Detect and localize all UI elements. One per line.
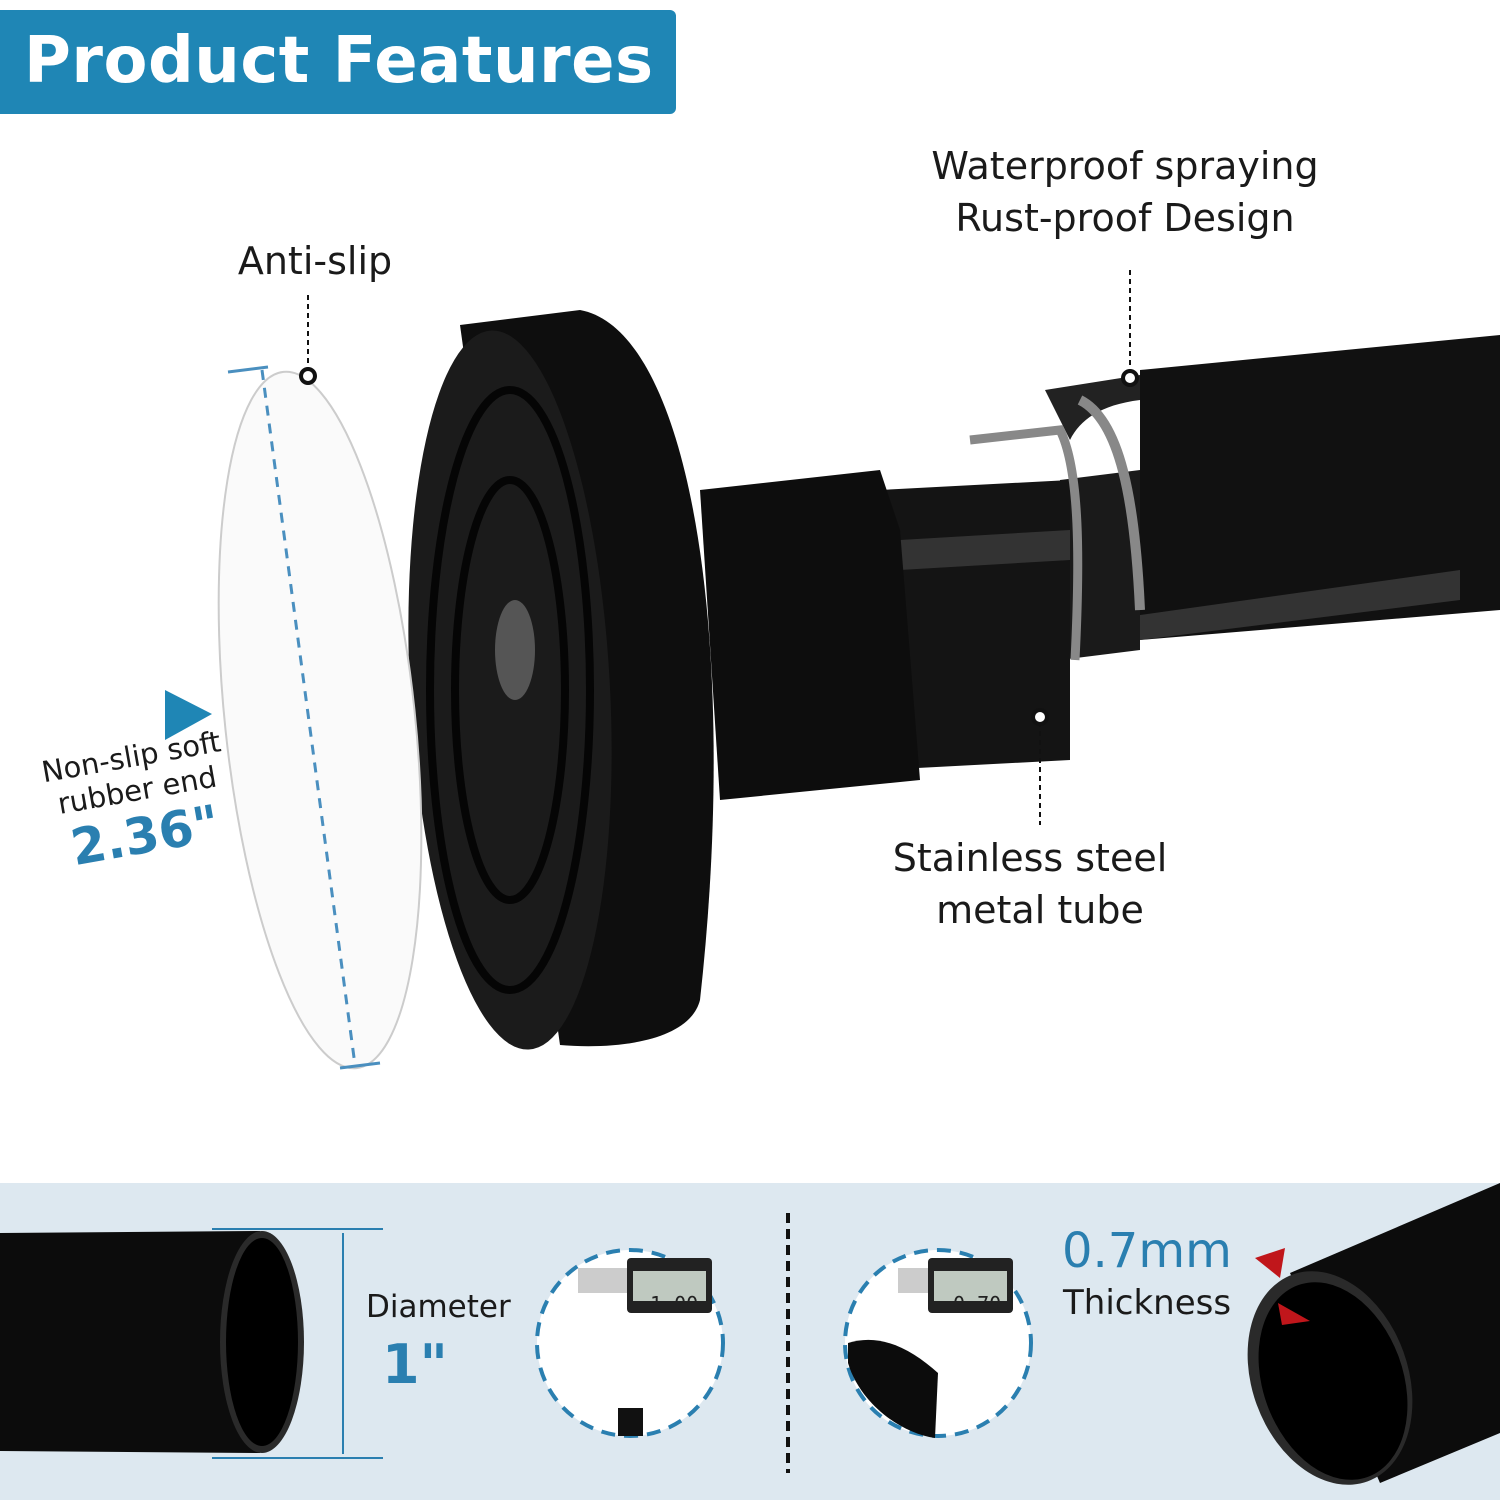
end-cap bbox=[408, 310, 714, 1050]
triangle-pointer-icon bbox=[165, 690, 212, 740]
thickness-value: 0.7mm bbox=[1062, 1223, 1232, 1279]
diameter-value: 1" bbox=[382, 1333, 448, 1396]
product-illustration bbox=[165, 270, 1500, 1070]
thickness-label: Thickness bbox=[1063, 1283, 1232, 1323]
specs-graphics bbox=[0, 1183, 1500, 1485]
specs-panel: 1.00 0.70 Diameter 1" 0.7mm Thickness bbox=[0, 1183, 1500, 1500]
rubber-pad bbox=[165, 365, 423, 1070]
caliper-diameter-circle bbox=[535, 1248, 725, 1438]
caliper1-reading: 1.00 bbox=[650, 1292, 699, 1316]
anti-slip-label: Anti-slip bbox=[237, 239, 393, 283]
tube-diameter-illustration bbox=[0, 1228, 383, 1459]
diameter-label: Diameter bbox=[366, 1289, 511, 1325]
tube-label-line2: metal tube bbox=[936, 888, 1144, 932]
tube-label-line1: Stainless steel bbox=[892, 836, 1168, 880]
thickness-marker-icon bbox=[1255, 1248, 1285, 1278]
waterproof-label-line2: Rust-proof Design bbox=[955, 196, 1295, 240]
thickness-marker-icon bbox=[1278, 1303, 1310, 1325]
page-title: Product Features bbox=[24, 24, 654, 98]
caliper-thickness-circle bbox=[843, 1248, 1033, 1438]
title-banner: Product Features bbox=[0, 10, 676, 114]
tube-thickness-illustration bbox=[1247, 1183, 1500, 1485]
caliper2-reading: 0.70 bbox=[953, 1292, 1002, 1316]
metal-tube bbox=[700, 335, 1500, 800]
waterproof-label-line1: Waterproof spraying bbox=[931, 144, 1319, 188]
